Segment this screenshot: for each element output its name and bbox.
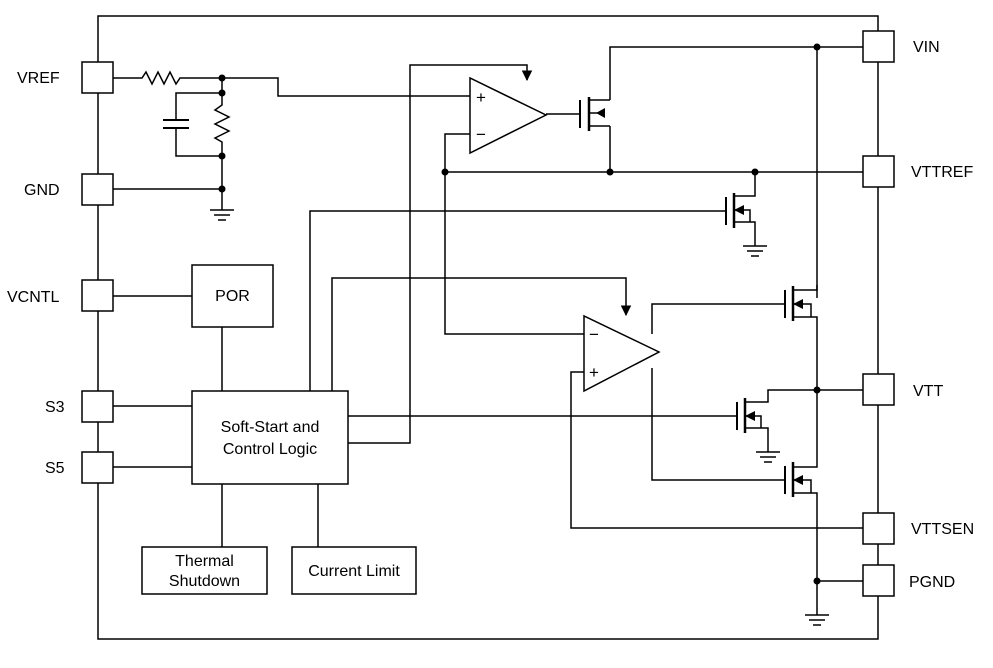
ground-symbol (805, 614, 829, 626)
por-block: POR (191, 264, 274, 328)
pin-label-vttsen: VTTSEN (911, 521, 974, 538)
opamp-minus-sign: − (476, 125, 486, 144)
soft-start-label-line2: Control Logic (223, 441, 317, 458)
pin-label-s3: S3 (45, 399, 65, 416)
pin-label-gnd: GND (24, 182, 60, 199)
pin-s5: S5 (45, 451, 114, 484)
capacitor (163, 119, 189, 129)
pin-vttref: VTTREF (862, 155, 973, 188)
ground-symbol (743, 245, 767, 257)
opamp-minus-sign: − (589, 325, 599, 344)
nmos-transistor (736, 398, 762, 433)
pin-label-vtt: VTT (913, 383, 943, 400)
opamp-plus-sign: + (589, 363, 599, 382)
regulator-opamp: − + (583, 314, 661, 393)
soft-start-label-line1: Soft-Start and (221, 419, 320, 436)
thermal-label-line1: Thermal (175, 553, 234, 570)
por-label: POR (215, 288, 250, 305)
soft-start-block: Soft-Start and Control Logic (191, 390, 349, 485)
wires (113, 46, 863, 615)
pin-vtt: VTT (862, 373, 943, 406)
pin-label-vref: VREF (17, 70, 60, 87)
pin-pgnd: PGND (862, 564, 955, 597)
pin-gnd: GND (24, 173, 114, 206)
opamp-plus-sign: + (476, 88, 486, 107)
low-side-mosfet (784, 462, 812, 497)
ground-symbol (210, 209, 234, 221)
pin-vref: VREF (17, 61, 114, 94)
pin-label-s5: S5 (45, 460, 65, 477)
chip-outline (97, 15, 879, 640)
thermal-label-line2: Shutdown (169, 573, 240, 590)
ground-symbol (756, 451, 780, 463)
pin-label-pgnd: PGND (909, 574, 955, 591)
pmos-transistor (579, 97, 610, 131)
pin-vin: VIN (862, 30, 940, 63)
pin-label-vttref: VTTREF (911, 164, 973, 181)
junction-dots (218, 43, 821, 585)
nmos-transistor (725, 193, 751, 228)
pin-vttsen: VTTSEN (862, 512, 974, 545)
pin-label-vcntl: VCNTL (7, 289, 60, 306)
pin-label-vin: VIN (913, 39, 940, 56)
thermal-shutdown-block: Thermal Shutdown (141, 546, 268, 595)
current-limit-block: Current Limit (291, 546, 417, 595)
pin-vcntl: VCNTL (7, 279, 114, 312)
high-side-mosfet (784, 286, 812, 321)
current-limit-label: Current Limit (308, 563, 400, 580)
pin-s3: S3 (45, 390, 114, 423)
reference-opamp: + − (469, 76, 548, 155)
